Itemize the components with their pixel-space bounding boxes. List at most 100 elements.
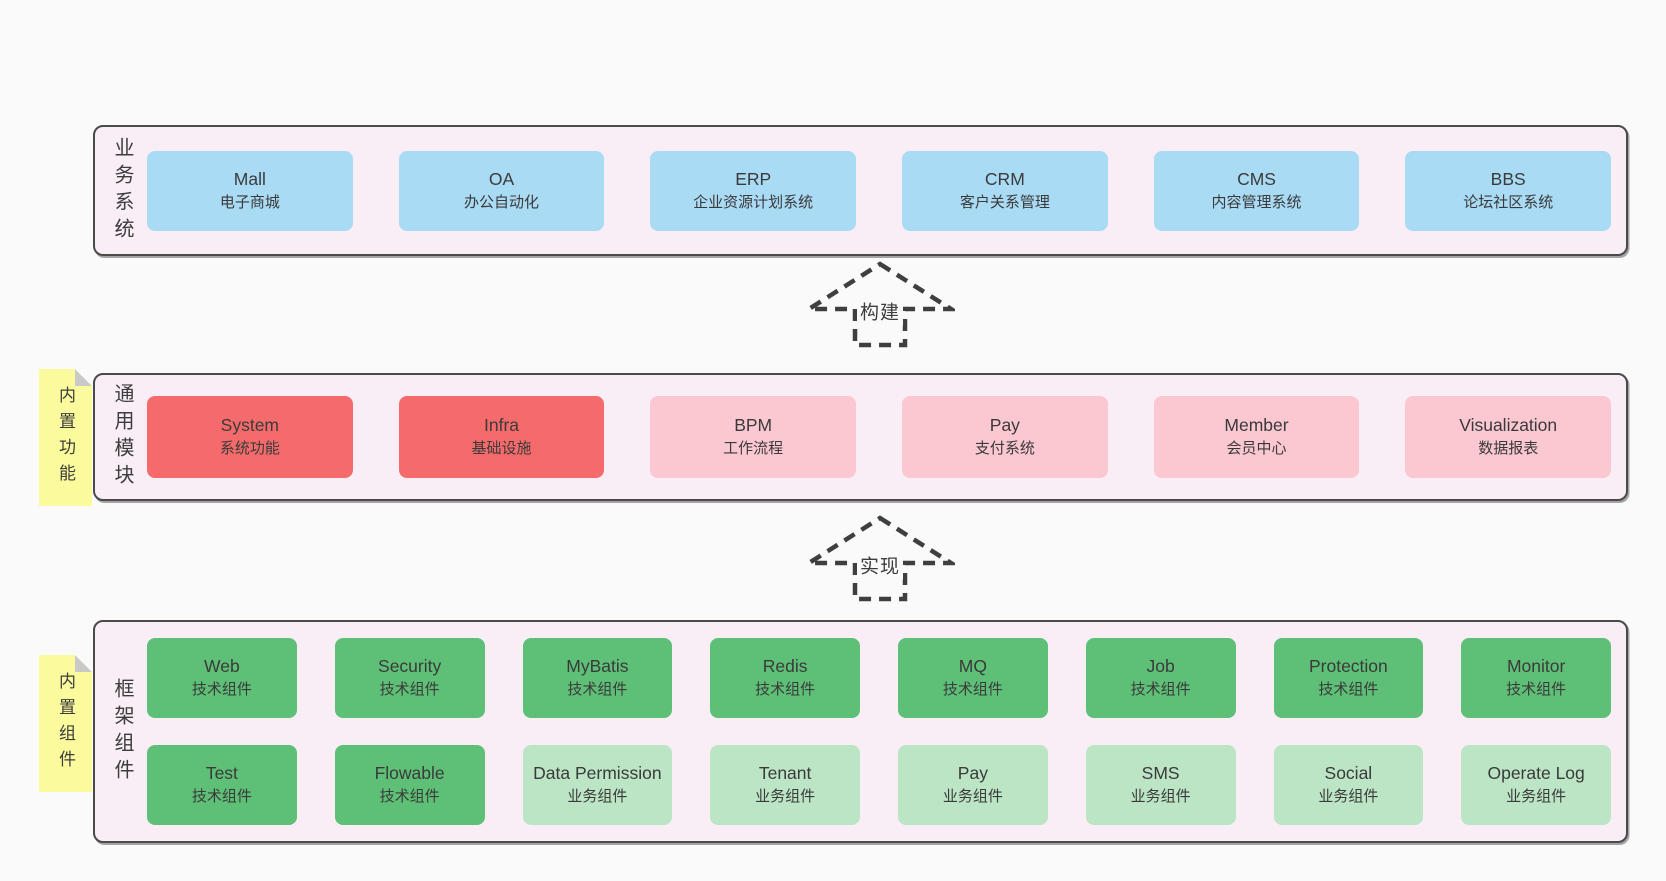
box-subtitle: 基础设施	[471, 440, 532, 457]
box-title: System	[220, 415, 280, 435]
box-subtitle: 技术组件	[191, 788, 252, 805]
box-subtitle: 业务组件	[942, 788, 1003, 805]
diagram-box-bbs: BBS 论坛社区系统	[1405, 150, 1612, 231]
box-subtitle: 技术组件	[1130, 681, 1191, 698]
box-subtitle: 电子商城	[219, 193, 280, 211]
box-subtitle: 技术组件	[1506, 681, 1567, 698]
box-title: CMS	[1237, 168, 1276, 189]
box-subtitle: 技术组件	[379, 681, 440, 698]
box-subtitle: 技术组件	[191, 681, 252, 698]
box-subtitle: 支付系统	[974, 440, 1035, 457]
diagram-box-mybatis: MyBatis 技术组件	[522, 638, 673, 718]
diagram-box-oa: OA 办公自动化	[398, 150, 605, 231]
diagram-box-operate-log: Operate Log 业务组件	[1461, 745, 1611, 825]
box-title: Member	[1224, 415, 1289, 435]
box-title: BBS	[1490, 168, 1526, 189]
folded-corner-icon	[75, 655, 92, 672]
diagram-box-job: Job 技术组件	[1085, 638, 1236, 718]
diagram-box-infra: Infra 基础设施	[398, 396, 605, 478]
diagram-box-web: Web 技术组件	[147, 638, 297, 718]
box-title: Social	[1324, 763, 1373, 783]
box-subtitle: 业务组件	[567, 788, 628, 805]
box-title: Monitor	[1506, 656, 1566, 676]
diagram-box-mq: MQ 技术组件	[898, 638, 1048, 718]
diagram-box-test: Test 技术组件	[147, 745, 297, 825]
diagram-box-member: Member 会员中心	[1153, 396, 1360, 478]
section-side-label-framework-components: 框架组件	[111, 677, 133, 786]
box-subtitle: 技术组件	[567, 681, 628, 698]
implement-arrow-label: 实现	[856, 550, 904, 580]
box-title: BPM	[734, 415, 773, 435]
box-subtitle: 企业资源计划系统	[693, 193, 814, 211]
box-title: CRM	[984, 168, 1025, 189]
section-side-label-common-modules: 通用模块	[111, 383, 133, 491]
box-subtitle: 会员中心	[1226, 440, 1287, 457]
diagram-box-social: Social 业务组件	[1273, 745, 1424, 825]
sticky-note-builtin-components: 内置组件	[39, 655, 92, 792]
diagram-box-mall: Mall 电子商城	[147, 150, 353, 231]
box-subtitle: 工作流程	[723, 440, 784, 457]
box-title: Redis	[762, 656, 808, 676]
diagram-box-pay: Pay 支付系统	[902, 396, 1108, 478]
sticky-note-builtin-features: 内置功能	[39, 369, 92, 506]
implement-arrow: 实现	[805, 513, 955, 603]
box-title: Visualization	[1459, 415, 1558, 435]
box-subtitle: 客户关系管理	[959, 193, 1050, 211]
diagram-box-redis: Redis 技术组件	[710, 638, 860, 718]
diagram-box-data-permission: Data Permission 业务组件	[522, 745, 673, 825]
diagram-box-visualization: Visualization 数据报表	[1405, 396, 1612, 478]
diagram-box-protection: Protection 技术组件	[1273, 638, 1424, 718]
build-arrow: 构建	[805, 259, 955, 349]
box-title: Operate Log	[1487, 763, 1585, 783]
sticky-note-label: 内置组件	[56, 671, 75, 776]
box-title: Infra	[483, 415, 520, 435]
diagram-box-cms: CMS 内容管理系统	[1153, 150, 1360, 231]
box-subtitle: 技术组件	[755, 681, 816, 698]
diagram-box-crm: CRM 客户关系管理	[902, 150, 1108, 231]
box-subtitle: 业务组件	[1130, 788, 1191, 805]
box-subtitle: 业务组件	[1506, 788, 1567, 805]
box-subtitle: 技术组件	[1318, 681, 1379, 698]
box-title: Job	[1146, 656, 1175, 676]
box-subtitle: 业务组件	[1318, 788, 1379, 805]
diagram-box-system: System 系统功能	[147, 396, 353, 478]
diagram-box-monitor: Monitor 技术组件	[1461, 638, 1611, 718]
box-title: Pay	[957, 763, 988, 783]
section-side-label-business-systems: 业务系统	[111, 136, 133, 245]
box-subtitle: 数据报表	[1478, 440, 1539, 457]
section-common-modules: 通用模块 System 系统功能 Infra 基础设施 BPM 工作流程 Pay 支付系统 Me…	[93, 373, 1628, 501]
box-title: Web	[204, 656, 240, 676]
box-subtitle: 业务组件	[755, 788, 816, 805]
diagram-box-tenant: Tenant 业务组件	[710, 745, 860, 825]
box-subtitle: 系统功能	[219, 440, 280, 457]
box-title: Pay	[989, 415, 1020, 435]
box-subtitle: 技术组件	[942, 681, 1003, 698]
box-title: Test	[205, 763, 238, 783]
box-title: Data Permission	[533, 763, 662, 783]
box-subtitle: 论坛社区系统	[1463, 193, 1554, 211]
sticky-note-label: 内置功能	[56, 385, 75, 490]
common-modules-box-grid: System 系统功能 Infra 基础设施 BPM 工作流程 Pay 支付系统 Member 会…	[147, 375, 1612, 499]
diagram-box-pay: Pay 业务组件	[898, 745, 1048, 825]
box-title: Protection	[1308, 656, 1388, 676]
box-title: MQ	[958, 656, 987, 676]
box-title: MyBatis	[566, 656, 629, 676]
box-title: OA	[488, 168, 515, 189]
box-title: Mall	[233, 168, 266, 189]
folded-corner-icon	[75, 369, 92, 386]
diagram-box-bpm: BPM 工作流程	[650, 396, 857, 478]
box-subtitle: 办公自动化	[464, 193, 540, 211]
box-title: Tenant	[758, 763, 812, 783]
box-subtitle: 内容管理系统	[1211, 193, 1302, 211]
